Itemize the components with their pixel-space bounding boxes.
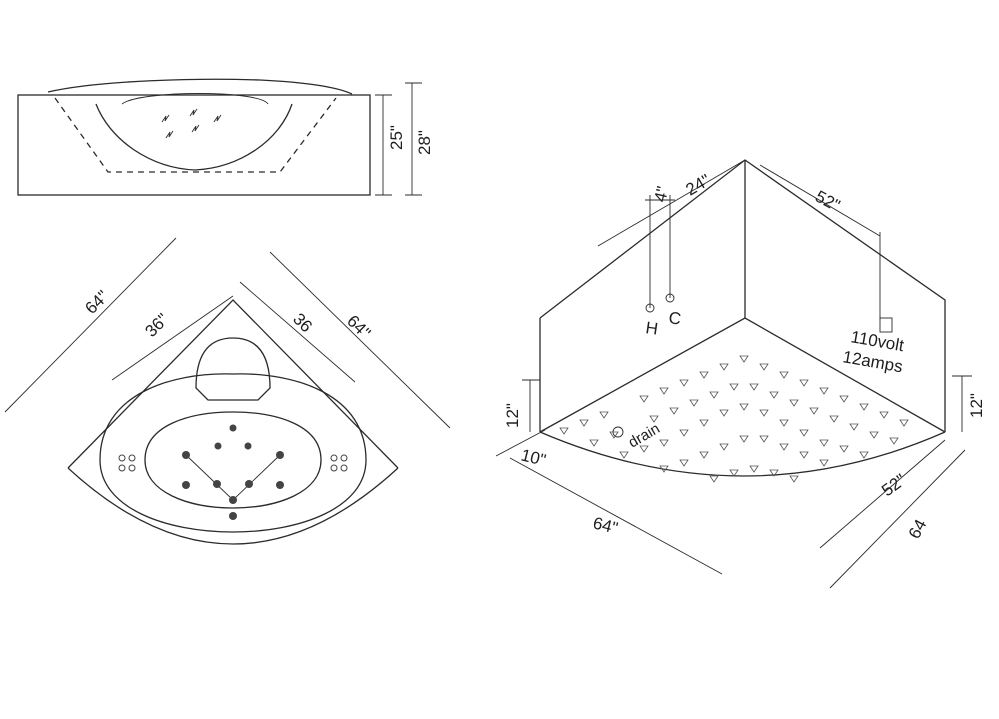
texture-row — [559, 355, 909, 435]
jet-mark — [189, 108, 198, 117]
dim-line-24 — [597, 159, 746, 247]
texture-row — [709, 465, 799, 483]
side-view-basin-hidden — [54, 97, 337, 173]
dim-line-52-bottom — [819, 439, 946, 549]
valve-label-hot: H — [644, 318, 659, 339]
dim-label-24: 24" — [683, 171, 714, 200]
top-view-headrest — [195, 337, 271, 401]
dim-line-10 — [495, 429, 546, 457]
dim-label-64-right: 64 — [905, 516, 931, 542]
floor-texture — [559, 355, 909, 483]
jet — [330, 454, 338, 462]
texture-row — [619, 403, 869, 459]
texture-row — [589, 383, 899, 447]
dim-line-36-right — [239, 281, 356, 383]
top-view-corner-walls — [67, 299, 399, 469]
jet-mark — [213, 114, 222, 123]
top-view-front-arc — [67, 467, 399, 545]
dim-label-12-left: 12" — [503, 403, 522, 428]
top-view-rim — [99, 373, 367, 533]
valve-cold-icon — [665, 293, 675, 303]
dim-label-28: 28" — [415, 130, 434, 155]
jet — [118, 454, 126, 462]
jet — [229, 424, 237, 432]
dim-label-36-left: 36" — [141, 310, 172, 341]
install-floor-front-arc — [539, 431, 946, 477]
side-view-outline — [17, 94, 371, 196]
dim-line-36-left — [111, 295, 234, 381]
dim-line-52-top — [759, 164, 881, 237]
dim-line-64-right — [269, 251, 451, 429]
jet — [276, 481, 284, 489]
top-view-side-jets — [118, 454, 348, 472]
jet — [229, 496, 237, 504]
jet — [213, 480, 221, 488]
install-floor-back — [539, 317, 946, 433]
jet-mark — [161, 114, 170, 123]
valve-hot-icon — [645, 303, 655, 313]
install-wall-top — [539, 159, 946, 432]
dim-label-10: 10" — [519, 445, 548, 469]
side-view-rim — [47, 78, 353, 95]
dim-label-4: 4" — [650, 184, 672, 204]
side-view-headrest — [121, 93, 269, 105]
jet — [229, 512, 237, 520]
jet — [182, 481, 190, 489]
drain-label: drain — [626, 420, 663, 451]
jet — [244, 442, 252, 450]
top-view-jets — [182, 424, 284, 520]
dim-label-36-right: 36 — [289, 309, 316, 336]
jet — [340, 464, 348, 472]
side-view-backrest — [95, 103, 293, 171]
dim-label-64-right: 64" — [343, 311, 374, 342]
dim-label-64-left: 64" — [81, 287, 112, 318]
electric-outlet-icon — [879, 317, 893, 333]
dim-label-12-right: 12" — [967, 393, 986, 418]
jet — [276, 451, 284, 459]
top-view: 64" 36" 36 64" — [4, 237, 451, 545]
dim-line-64-bottom — [509, 457, 723, 575]
jet — [128, 454, 136, 462]
texture-row — [659, 435, 829, 473]
dim-line-64-left — [4, 237, 177, 413]
jet — [214, 442, 222, 450]
valve-label-cold: C — [667, 308, 682, 329]
dim-label-25: 25" — [387, 125, 406, 150]
install-view: 4" 24" 52" H C 110volt 12amps drain 12" … — [495, 159, 986, 589]
top-view-basin — [144, 411, 322, 509]
jet — [128, 464, 136, 472]
jet — [182, 451, 190, 459]
jet — [330, 464, 338, 472]
jet-mark — [165, 130, 174, 139]
jet — [340, 454, 348, 462]
side-view: 25" 28" — [17, 78, 434, 196]
side-view-jets — [161, 108, 222, 139]
dim-line-64-right — [829, 449, 966, 589]
jet-mark — [191, 124, 200, 133]
jet — [118, 464, 126, 472]
dim-label-64-bottom: 64" — [591, 513, 620, 537]
jet — [245, 480, 253, 488]
top-view-jet-path — [185, 454, 281, 501]
